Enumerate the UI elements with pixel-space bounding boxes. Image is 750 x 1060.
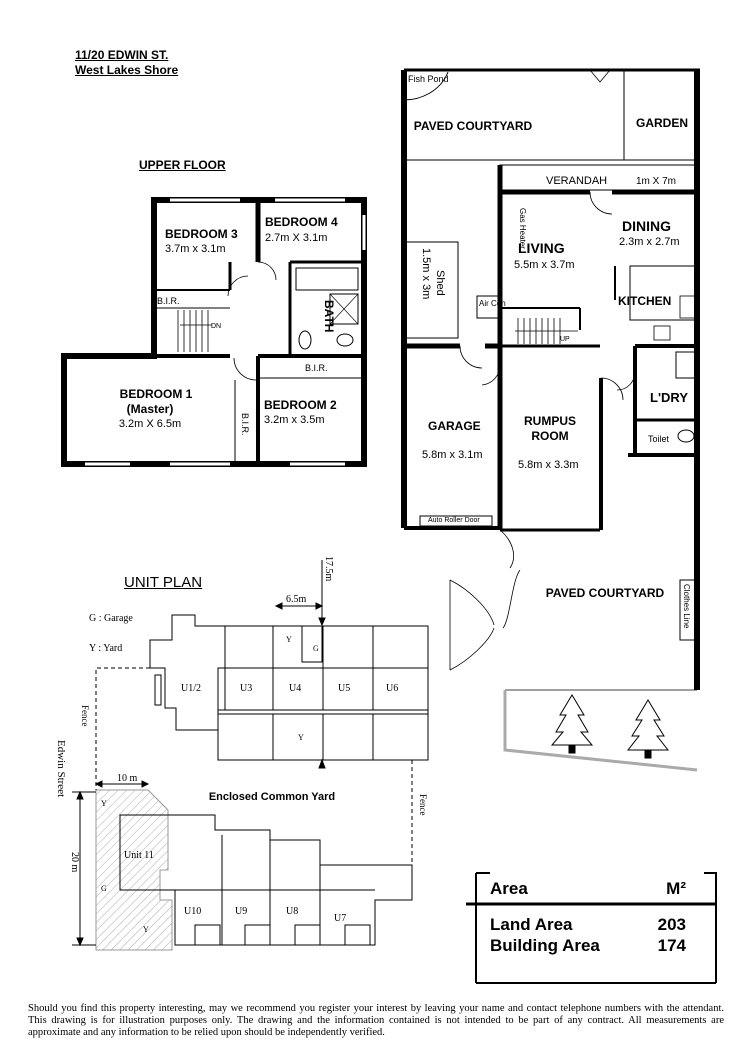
verandah-label: VERANDAH bbox=[546, 175, 607, 187]
shower bbox=[329, 293, 359, 325]
address-line-1: 11/20 EDWIN ST. bbox=[75, 48, 169, 62]
stairs-up: UP bbox=[560, 336, 570, 343]
address-line-2: West Lakes Shore bbox=[75, 63, 179, 77]
legend-yard: Y : Yard bbox=[89, 643, 122, 654]
unit-plan-labels: G : Garage Y : Yard 6.5m 17.5m Fence Fen… bbox=[55, 556, 428, 934]
garage-name: GARAGE bbox=[428, 419, 481, 433]
unit-label-u5: U5 bbox=[338, 683, 350, 694]
stairs-dn: DN bbox=[211, 323, 221, 330]
living-dims: 5.5m x 3.7m bbox=[514, 259, 575, 271]
fence-right: Fence bbox=[418, 794, 428, 816]
bedroom1-dims: 3.2m X 6.5m bbox=[119, 418, 181, 430]
bath-label: BATH bbox=[322, 300, 336, 332]
land-area-value: 203 bbox=[657, 915, 686, 934]
dining-name: DINING bbox=[622, 218, 671, 234]
toilet-label: Toilet bbox=[648, 434, 670, 444]
bedroom4-name: BEDROOM 4 bbox=[265, 215, 338, 229]
bath-basin bbox=[336, 333, 354, 347]
rumpus-name: RUMPUS bbox=[524, 414, 576, 428]
building-area-row: Building Area 174 bbox=[490, 936, 700, 956]
bedroom2-name: BEDROOM 2 bbox=[264, 398, 337, 412]
air-con-label: Air Con bbox=[479, 299, 506, 308]
bedroom1-name: BEDROOM 1 bbox=[120, 387, 193, 401]
shed-name: Shed bbox=[434, 270, 446, 296]
dim-6-5: 6.5m bbox=[286, 594, 307, 605]
unit-plan-title: UNIT PLAN bbox=[124, 574, 203, 591]
garage-mark-u4: G bbox=[313, 644, 319, 653]
building-area-label: Building Area bbox=[490, 936, 600, 955]
bath-toilet bbox=[298, 330, 312, 350]
dim-17-5: 17.5m bbox=[323, 556, 334, 582]
clothes-line-label: Clothes Line bbox=[682, 584, 691, 629]
bedroom2-dims: 3.2m x 3.5m bbox=[264, 414, 325, 426]
courtyard-top-label: PAVED COURTYARD bbox=[414, 119, 533, 133]
shed-dims: 1.5m x 3m bbox=[420, 248, 432, 299]
dining-dims: 2.3m x 2.7m bbox=[619, 236, 680, 248]
gas-heater-label: Gas Heater bbox=[518, 208, 527, 249]
fence-left: Fence bbox=[80, 705, 90, 727]
edwin-street-label: Edwin Street bbox=[55, 740, 67, 797]
yard-mark-u11-b: Y bbox=[143, 925, 149, 934]
dim-20: 20 m bbox=[69, 852, 80, 873]
fish-pond-label: Fish Pond bbox=[408, 74, 449, 84]
bedroom1-sub: (Master) bbox=[127, 402, 174, 416]
garage-dims: 5.8m x 3.1m bbox=[422, 449, 483, 461]
rumpus-name2: ROOM bbox=[531, 429, 568, 443]
area-header-row: Area M² bbox=[490, 879, 700, 899]
yard-mark-u11: Y bbox=[101, 799, 107, 808]
unit-label-u4: U4 bbox=[289, 683, 301, 694]
unit-label-u6: U6 bbox=[386, 683, 398, 694]
bir-upper-left: B.I.R. bbox=[157, 296, 180, 306]
unit-label-u8: U8 bbox=[286, 906, 298, 917]
dim-10: 10 m bbox=[117, 773, 138, 784]
ground-floor-labels: Fish Pond PAVED COURTYARD GARDEN VERANDA… bbox=[408, 74, 691, 629]
tree-icon bbox=[626, 699, 670, 759]
bir-bed1: B.I.R. bbox=[240, 413, 250, 436]
yard-mark-middle: Y bbox=[298, 733, 304, 742]
garage-mark-u11: G bbox=[101, 884, 107, 893]
legend-garage: G : Garage bbox=[89, 613, 133, 624]
unit-label-u9: U9 bbox=[235, 906, 247, 917]
unit11-label: Unit 11 bbox=[124, 850, 154, 861]
common-yard-label: Enclosed Common Yard bbox=[209, 791, 335, 803]
area-table: Area M² Land Area 203 Building Area 174 bbox=[476, 873, 716, 983]
bedroom3-dims: 3.7m x 3.1m bbox=[165, 243, 226, 255]
verandah-dims: 1m X 7m bbox=[636, 176, 676, 187]
bir-upper-right: B.I.R. bbox=[305, 363, 328, 373]
land-area-label: Land Area bbox=[490, 915, 573, 934]
unit-label-u3: U3 bbox=[240, 683, 252, 694]
building-area-value: 174 bbox=[657, 936, 686, 955]
bedroom3-name: BEDROOM 3 bbox=[165, 227, 238, 241]
unit-label-u1-2: U1/2 bbox=[181, 683, 201, 694]
garden-label: GARDEN bbox=[636, 116, 688, 130]
unit-plan-drawing bbox=[72, 560, 429, 951]
unit-label-u10: U10 bbox=[184, 906, 201, 917]
upper-floor-title: UPPER FLOOR bbox=[139, 158, 226, 172]
area-table-frame bbox=[466, 872, 717, 984]
area-unit: M² bbox=[666, 879, 686, 898]
upper-floor-plan bbox=[61, 197, 367, 467]
ground-floor-plan bbox=[401, 68, 700, 772]
land-area-row: Land Area 203 bbox=[490, 915, 700, 935]
bedroom4-dims: 2.7m X 3.1m bbox=[265, 232, 327, 244]
rumpus-dims: 5.8m x 3.3m bbox=[518, 459, 579, 471]
upper-floor-labels: BEDROOM 3 3.7m x 3.1m BEDROOM 4 2.7m X 3… bbox=[119, 215, 338, 436]
kitchen-label: KITCHEN bbox=[618, 294, 671, 308]
bathtub bbox=[295, 267, 359, 291]
area-title: Area bbox=[490, 879, 528, 898]
laundry-label: L'DRY bbox=[650, 390, 688, 405]
tree-icon bbox=[550, 694, 594, 754]
roller-door-label: Auto Roller Door bbox=[428, 517, 480, 524]
disclaimer-text: Should you find this property interestin… bbox=[28, 1003, 724, 1038]
unit-label-u7: U7 bbox=[334, 913, 346, 924]
yard-mark-u4: Y bbox=[286, 635, 292, 644]
courtyard-bottom-label: PAVED COURTYARD bbox=[546, 586, 665, 600]
living-name: LIVING bbox=[518, 240, 565, 256]
